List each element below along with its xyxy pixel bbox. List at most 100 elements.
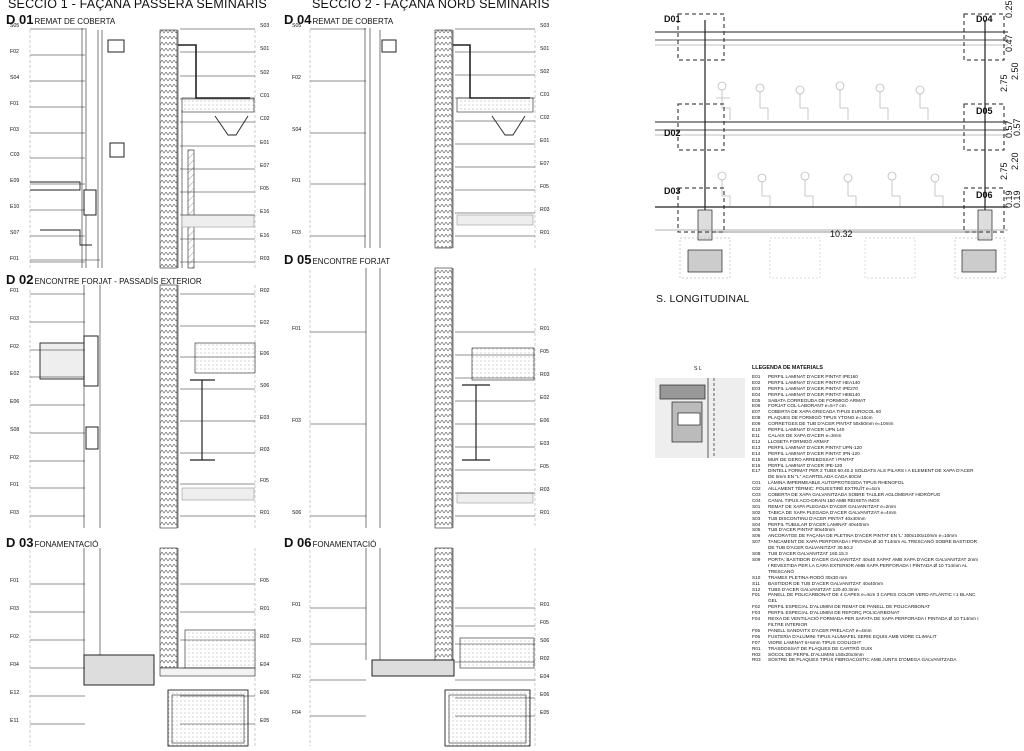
legend-item-code: E01: [752, 373, 761, 379]
detail-tag: F05: [540, 464, 549, 470]
key-plan-drawing: [655, 378, 745, 458]
detail-tag: F02: [10, 455, 19, 461]
legend-item-code: S06: [752, 533, 761, 539]
detail-tag: E03: [540, 441, 550, 447]
detail-label-d04: D 04REMAT DE COBERTA: [284, 12, 394, 27]
legend-item-code: S12: [752, 586, 761, 592]
dim-6: 2.75: [999, 162, 1009, 180]
section-2-title: SECCIÓ 2 - FAÇANA NORD SEMINARIS: [312, 0, 550, 11]
detail-tag: R03: [260, 447, 270, 453]
legend-item-code: R03: [752, 657, 761, 663]
legend-item-code: F03: [752, 610, 761, 616]
detail-tag: E01: [260, 140, 270, 146]
detail-tag: F05: [260, 578, 269, 584]
key-plan-label: S L: [694, 366, 702, 372]
detail-tag: S03: [260, 23, 270, 29]
legend-item: E07 COBERTA DE XAPA GRECADA TIPUS EUROCOL…: [752, 409, 982, 415]
marker-d01: D01: [664, 14, 681, 24]
legend-item: S03 TUB DISCONTINU D'ACER PINTAT 40x40mm: [752, 516, 982, 522]
detail-tag: S04: [292, 127, 302, 133]
span-dimension: 10.32: [830, 229, 853, 239]
legend-item-text: PANELL SANDVITX D'ACER PRELACAT e=4mm: [768, 627, 872, 633]
legend-item-code: E17: [752, 468, 761, 474]
legend-item-code: E03: [752, 385, 761, 391]
legend-item-text: TUB DISCONTINU D'ACER PINTAT 40x40mm: [768, 515, 866, 521]
longitudinal-section: [655, 13, 1008, 279]
detail-label-d06: D 06FONAMENTACIÓ: [284, 535, 377, 550]
legend-item-text: MUR DE GERO ARREBOSSAT I PINTAT: [768, 456, 855, 462]
legend-item-code: E16: [752, 462, 761, 468]
dim-2: 2.75: [999, 74, 1009, 92]
detail-tag: E05: [540, 710, 550, 716]
detail-tag: S05: [10, 23, 20, 29]
detail-tag: S03: [540, 23, 550, 29]
marker-d06: D06: [976, 190, 993, 200]
longitudinal-title: S. LONGITUDINAL: [656, 293, 750, 305]
legend-item-text: PERFIL LAMINAT D'ACER PINTAT IPE160: [768, 373, 858, 379]
detail-tag: E06: [540, 418, 550, 424]
detail-tag: E07: [260, 163, 270, 169]
legend-item-code: S08: [752, 551, 761, 557]
legend-item-code: C01: [752, 480, 761, 486]
legend-item-text: TUB D'ACER GALVANITZAT 160.15.3: [768, 551, 848, 557]
detail-tag: F02: [292, 75, 301, 81]
detail-tag: S02: [540, 69, 550, 75]
legend-item-code: E10: [752, 427, 761, 433]
legend-item-code: S05: [752, 527, 761, 533]
detail-tag: E06: [10, 399, 20, 405]
detail-tag: E05: [260, 718, 270, 724]
legend-item-text: COBERTA DE XAPA GRECADA TIPUS EUROCOL 60: [768, 409, 882, 415]
detail-tag: R01: [260, 510, 270, 516]
detail-tag: S06: [260, 383, 270, 389]
legend-item-text: PERFIL LAMINAT D'ACER PINTAT IPE270: [768, 385, 858, 391]
detail-tag: R03: [540, 207, 550, 213]
detail-tag: C01: [540, 92, 550, 98]
detail-tag: E11: [10, 718, 19, 724]
detail-tag: E02: [540, 395, 550, 401]
legend-item-text: TUBS D'ACER GALVANITZAT 120.40.3mm: [768, 586, 859, 592]
legend-item-text: SÒCOL DE PERFIL D'ALUMINI L50x20x3mm: [768, 651, 864, 657]
detail-tag: F03: [292, 418, 301, 424]
detail-tag: F04: [10, 662, 19, 668]
legend-item: S12 TUBS D'ACER GALVANITZAT 120.40.3mm: [752, 587, 982, 593]
legend-item-code: E12: [752, 438, 761, 444]
legend-item-text: SABATA CORREGUDA DE FORMIGÓ ARMAT: [768, 397, 866, 403]
detail-tag: R02: [260, 288, 270, 294]
legend-title: LLEGENDA DE MATERIALS: [752, 365, 823, 371]
legend-item-text: LLOSETA FORMIGÓ ARMAT: [768, 438, 830, 444]
legend-item-code: E07: [752, 409, 761, 415]
detail-label-d05: D 05ENCONTRE FORJAT: [284, 252, 391, 267]
legend-item-code: E15: [752, 456, 761, 462]
legend-item-code: S03: [752, 515, 761, 521]
legend-item-text: TANCAMENT DE XAPA PERFORADA I PINTADA Ø …: [768, 539, 977, 551]
detail-tag: F05: [540, 349, 549, 355]
legend-item-text: TABICA DE XAPA PLEGADA D'ACER GALVANITZA…: [768, 509, 897, 515]
detail-tag: F03: [10, 316, 19, 322]
detail-tag: C01: [260, 93, 270, 99]
detail-tag: E12: [10, 690, 20, 696]
marker-d02: D02: [664, 128, 681, 138]
legend-item-text: COBERTA DE XAPA GALVANITZADA SOBRE TAULE…: [768, 492, 941, 498]
marker-d03: D03: [664, 186, 681, 196]
legend-item-code: S10: [752, 574, 761, 580]
detail-tag: R03: [260, 256, 270, 262]
detail-tag: R01: [260, 606, 270, 612]
dim-7: 2.20: [1010, 152, 1020, 170]
